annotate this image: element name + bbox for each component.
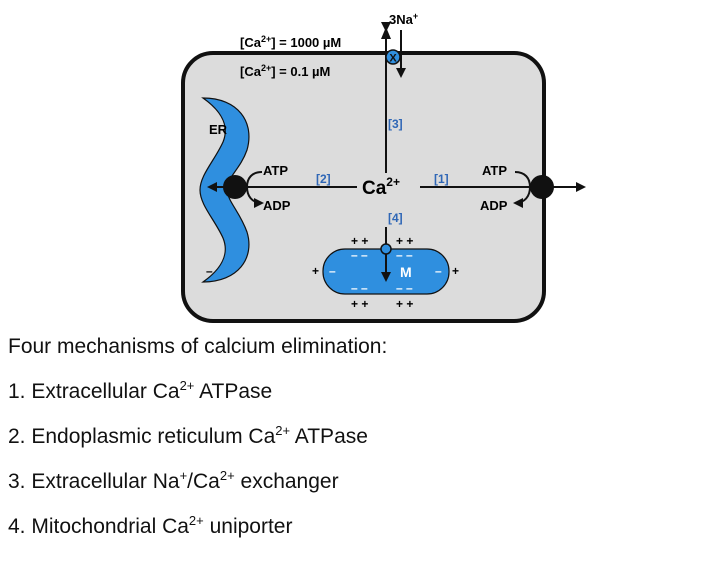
caption: Four mechanisms of calcium elimination: …	[8, 336, 708, 561]
pm-atp-label: ATP	[482, 163, 507, 178]
charge-bottom-left-outer: + +	[351, 297, 368, 311]
charge-top-left-outer: + +	[351, 234, 368, 248]
svg-text:X: X	[389, 53, 397, 65]
caption-item-4: 4. Mitochondrial Ca2+ uniporter	[8, 513, 293, 538]
charge-left-outer: +	[312, 264, 319, 278]
mechanism-tag-4: [4]	[388, 211, 403, 225]
caption-heading: Four mechanisms of calcium elimination:	[8, 335, 388, 358]
charge-bottom-right-outer: + +	[396, 297, 413, 311]
caption-item-3: 3. Extracellular Na+/Ca2+ exchanger	[8, 468, 339, 493]
pm-adp-label: ADP	[480, 198, 508, 213]
er-adp-label: ADP	[263, 198, 291, 213]
charge-top-right-outer: + +	[396, 234, 413, 248]
uniporter-icon	[380, 243, 392, 255]
er-label: ER	[209, 122, 228, 137]
charge-top-left-inner: – –	[351, 248, 368, 262]
er-pump-icon	[223, 175, 247, 199]
calcium-elimination-diagram: [Ca2+] = 1000 µM [Ca2+] = 0.1 µM 3Na+ X …	[181, 11, 586, 323]
mechanism-tag-3: [3]	[388, 117, 403, 131]
exchanger-icon: X	[385, 49, 401, 65]
center-calcium-label: Ca2+	[362, 175, 400, 199]
charge-left-inner: –	[329, 264, 336, 278]
charge-er-minus: –	[206, 264, 213, 278]
charge-right-inner: –	[435, 264, 442, 278]
intracellular-concentration-label: [Ca2+] = 0.1 µM	[240, 63, 330, 79]
extracellular-concentration-label: [Ca2+] = 1000 µM	[240, 34, 341, 50]
mechanism-tag-2: [2]	[316, 172, 331, 186]
er-atp-curve	[245, 171, 264, 208]
caption-item-1: 1. Extracellular Ca2+ ATPase	[8, 378, 273, 403]
mitochondrion-label: M	[400, 264, 412, 280]
charge-right-outer: +	[452, 264, 459, 278]
charge-bottom-right-inner: – –	[396, 281, 413, 295]
caption-item-2: 2. Endoplasmic reticulum Ca2+ ATPase	[8, 423, 368, 448]
charge-top-right-inner: – –	[396, 248, 413, 262]
pm-pump-icon	[530, 175, 554, 199]
sodium-label: 3Na+	[389, 11, 418, 27]
charge-bottom-left-inner: – –	[351, 281, 368, 295]
pm-atp-curve	[513, 171, 532, 208]
er-atp-label: ATP	[263, 163, 288, 178]
mechanism-tag-1: [1]	[434, 172, 449, 186]
